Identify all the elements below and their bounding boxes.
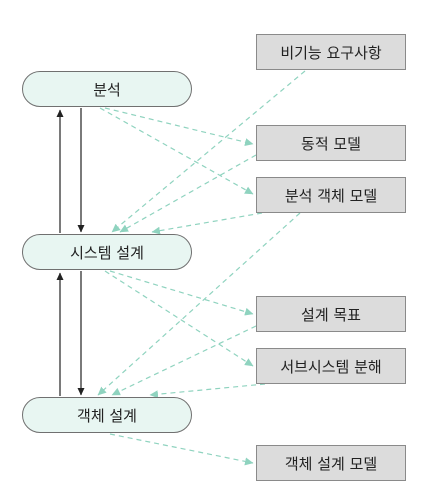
activity-object-design: 객체 설계: [22, 397, 192, 433]
artifact-subsystem-decomposition: 서브시스템 분해: [256, 348, 406, 384]
artifact-analysis-object-model: 분석 객체 모델: [256, 177, 406, 213]
artifact-design-goals: 설계 목표: [256, 296, 406, 332]
activity-analysis: 분석: [22, 71, 192, 107]
dep-system-design-to-subsystem-decomposition: [104, 270, 254, 367]
activity-system-design-label: 시스템 설계: [70, 243, 144, 262]
artifact-nonfunctional-requirements-label: 비기능 요구사항: [280, 43, 382, 62]
dep-analysis-to-analysis-object-model: [99, 107, 254, 195]
activity-analysis-label: 분석: [93, 80, 121, 99]
dep-analysis-object-model-to-system-design: [151, 212, 263, 235]
activity-system-design: 시스템 설계: [22, 234, 192, 270]
artifact-analysis-object-model-label: 분석 객체 모델: [284, 186, 378, 205]
artifact-subsystem-decomposition-label: 서브시스템 분해: [280, 357, 382, 376]
dep-dynamic-model-to-system-design: [119, 154, 257, 233]
dep-object-design-to-object-design-model: [109, 433, 254, 466]
dep-analysis-to-dynamic-model: [104, 107, 254, 146]
dep-nfr-to-system-design: [111, 70, 306, 233]
artifact-object-design-model-label: 객체 설계 모델: [284, 454, 378, 473]
artifact-dynamic-model: 동적 모델: [256, 125, 406, 161]
dep-subsystem-decomposition-to-object-design: [149, 383, 266, 399]
artifact-object-design-model: 객체 설계 모델: [256, 445, 406, 481]
dep-analysis-object-model-to-object-design: [97, 212, 301, 396]
activity-object-design-label: 객체 설계: [77, 406, 137, 425]
artifact-design-goals-label: 설계 목표: [301, 305, 361, 324]
dep-design-goals-to-object-design: [111, 325, 257, 396]
dep-system-design-to-design-goals: [109, 270, 254, 316]
artifact-nonfunctional-requirements: 비기능 요구사항: [256, 34, 406, 70]
artifact-dynamic-model-label: 동적 모델: [301, 134, 361, 153]
